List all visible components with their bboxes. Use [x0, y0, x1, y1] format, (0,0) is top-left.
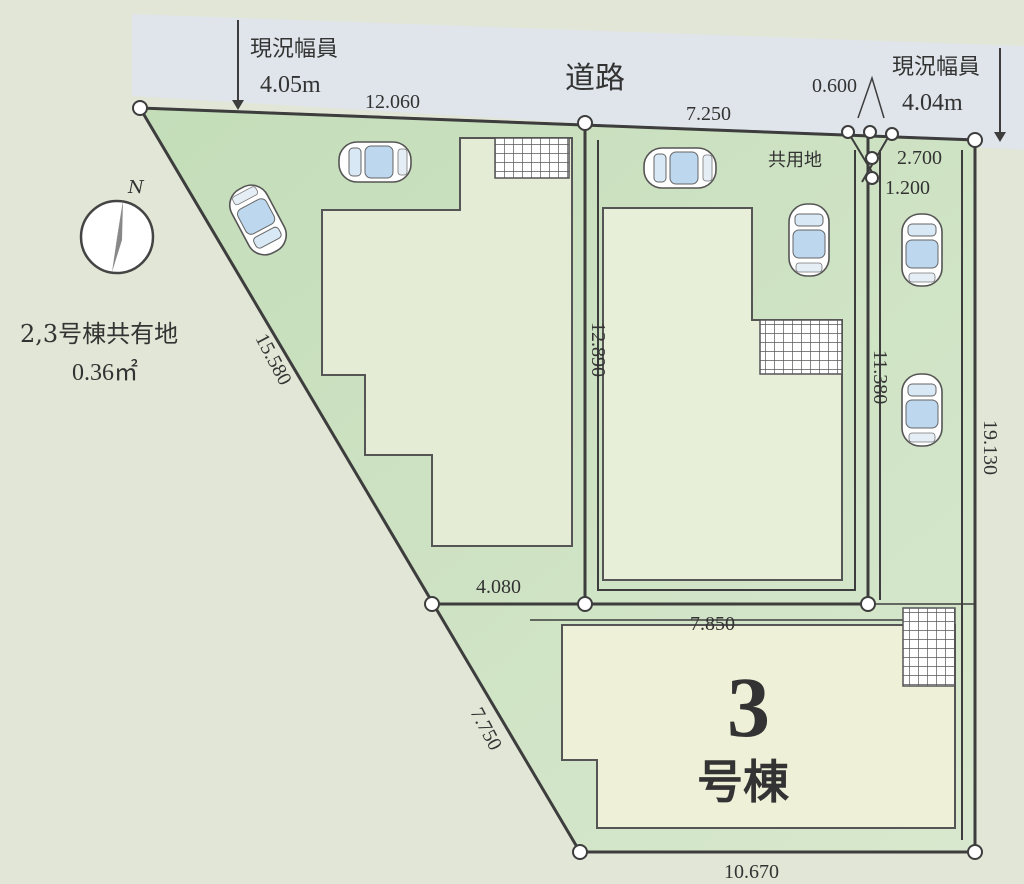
road-width-arrowhead-right	[994, 132, 1006, 142]
parking-car-3	[643, 147, 717, 189]
road-label: 道路	[565, 61, 625, 96]
dim-inner-horizontal: 4.080	[476, 576, 521, 598]
road-width-right-value: 4.04m	[902, 90, 963, 116]
lot2-inner-line	[597, 140, 856, 591]
road-width-right-label: 現況幅員	[892, 55, 980, 80]
dim-mid-vertical: 12.890	[587, 322, 609, 377]
dim-right-top-a: 2.700	[897, 147, 942, 169]
parking-car-6	[901, 373, 943, 447]
dim-top-left: 12.060	[365, 91, 420, 113]
dim-right-inner-vertical: 11.380	[869, 350, 891, 404]
north-compass: N	[79, 177, 155, 275]
dim-top-mid: 7.250	[686, 103, 731, 125]
building-1-footprint	[321, 137, 573, 547]
road-area	[132, 14, 1024, 150]
parking-car-2	[338, 141, 412, 183]
building3-number: 3	[727, 659, 770, 755]
building3-suffix: 号棟	[697, 755, 790, 809]
entrance-grid-2	[759, 319, 843, 375]
shared-area-name: 2,3号棟共有地	[20, 320, 178, 348]
entrance-grid-3	[902, 607, 956, 687]
dim-right-outer-vertical: 19.130	[979, 420, 1001, 475]
road-width-arrowhead-left	[232, 100, 244, 110]
compass-north-label: N	[127, 177, 145, 198]
width-marker	[857, 75, 885, 119]
parking-car-5	[901, 213, 943, 287]
parking-car-4	[788, 203, 830, 277]
dim-right-top-b: 1.200	[885, 177, 930, 199]
shared-area-size: 0.36㎡	[72, 359, 138, 386]
dim-top-small: 0.600	[812, 75, 857, 97]
common-land-label: 共用地	[768, 150, 822, 171]
road-width-left-label: 現況幅員	[250, 37, 338, 62]
survey-points	[132, 100, 983, 860]
dim-lot3-top: 7.850	[690, 613, 735, 635]
dim-bottom: 10.670	[724, 861, 779, 883]
road-width-left-value: 4.05m	[260, 72, 321, 98]
entrance-grid-1	[494, 137, 570, 179]
